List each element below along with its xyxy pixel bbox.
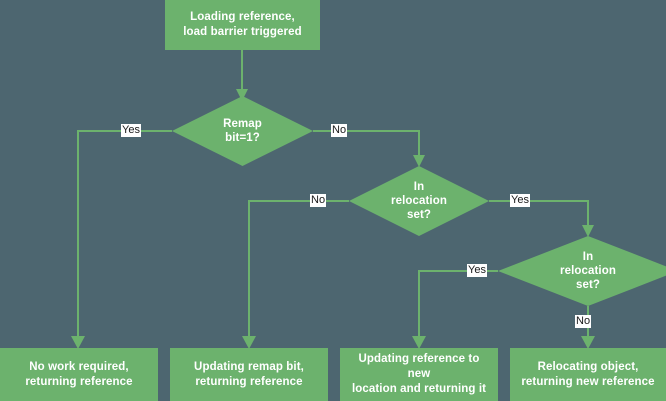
diamond-shape-remap-bit (172, 96, 313, 166)
edge-decision2-yes (489, 200, 589, 228)
edge-label-decision1-no: No (331, 124, 348, 137)
node-updating-remap-bit[interactable]: Updating remap bit, returning reference (170, 348, 328, 401)
node-loading-reference[interactable]: Loading reference, load barrier triggere… (165, 0, 320, 50)
edge-label-decision2-yes: Yes (510, 194, 530, 207)
node-relocating-object[interactable]: Relocating object, returning new referen… (510, 348, 666, 401)
edge-label-decision3-no: No (575, 315, 592, 328)
edge-label-decision2-no: No (310, 194, 327, 207)
node-no-work-required[interactable]: No work required, returning reference (0, 348, 158, 401)
node-decision-relocation-set-2[interactable]: In relocation set? (498, 236, 666, 306)
edge-label-decision3-yes: Yes (467, 264, 487, 277)
node-updating-reference[interactable]: Updating reference to new location and r… (340, 348, 498, 401)
node-decision-relocation-set-1[interactable]: In relocation set? (349, 166, 489, 236)
edge-decision1-yes (77, 130, 172, 340)
node-decision-remap-bit[interactable]: Remap bit=1? (172, 96, 313, 166)
diamond-shape-relocation-set-2 (498, 236, 666, 306)
edge-decision2-no (248, 200, 349, 340)
edge-decision3-yes (418, 270, 498, 340)
edge-label-decision1-yes: Yes (121, 124, 141, 137)
diamond-shape-relocation-set-1 (349, 166, 489, 236)
edge-decision1-no (313, 130, 420, 158)
